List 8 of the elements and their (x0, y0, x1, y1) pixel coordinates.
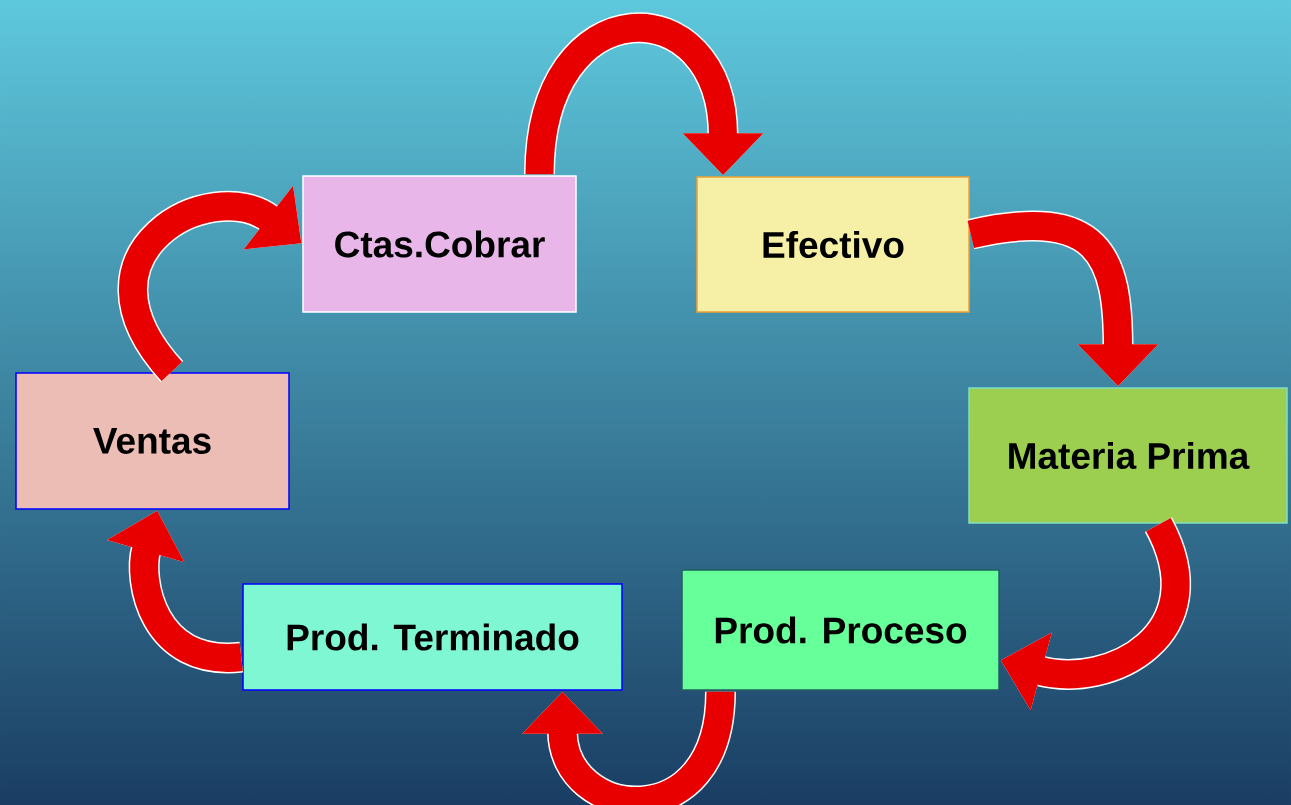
stage-box: Ctas.Cobrar (302, 175, 577, 313)
stage-box: Prod. Terminado (242, 583, 623, 691)
curved-arrow (522, 690, 736, 805)
curved-arrow (524, 12, 764, 176)
stage-box: Materia Prima (968, 387, 1288, 524)
stage-box: Prod. Proceso (681, 569, 1000, 691)
stage-box: Efectivo (696, 176, 970, 313)
stage-box: Ventas (15, 372, 290, 510)
